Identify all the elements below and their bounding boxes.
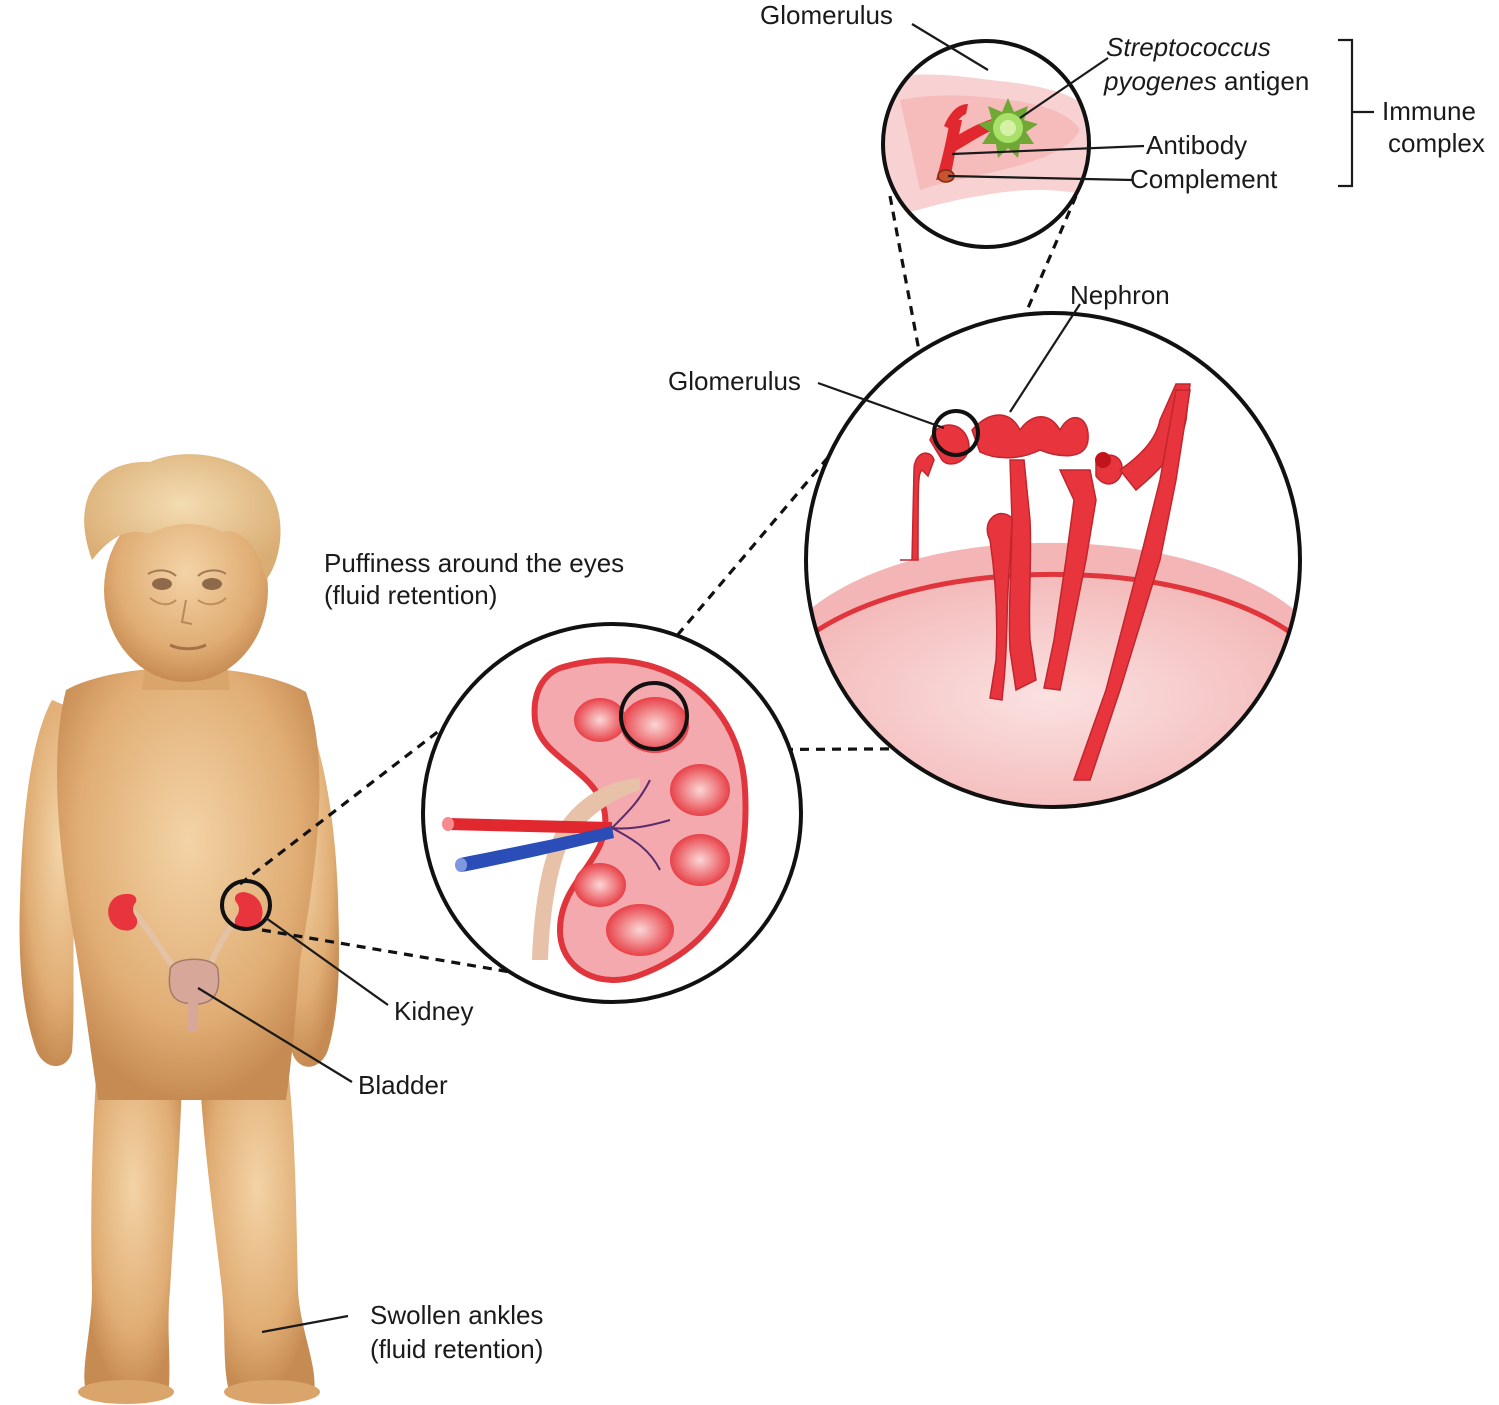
- nephron-section: [780, 313, 1320, 820]
- label-ankles-2: (fluid retention): [370, 1334, 543, 1364]
- label-immune-complex-2: complex: [1388, 128, 1485, 158]
- label-kidney: Kidney: [394, 996, 474, 1026]
- label-antigen-line2: pyogenes antigen: [1103, 66, 1309, 96]
- glomerulus-detail: [880, 41, 1090, 247]
- child-figure: [20, 454, 339, 1404]
- label-glomerulus-mid: Glomerulus: [668, 366, 801, 396]
- label-puffiness-1: Puffiness around the eyes: [324, 548, 624, 578]
- label-puffiness-2: (fluid retention): [324, 580, 497, 610]
- label-antigen-line1: Streptococcus: [1106, 32, 1271, 62]
- label-complement: Complement: [1130, 164, 1278, 194]
- label-immune-complex-1: Immune: [1382, 96, 1476, 126]
- label-ankles-1: Swollen ankles: [370, 1300, 543, 1330]
- label-nephron: Nephron: [1070, 280, 1170, 310]
- kidney-cross-section: [423, 624, 801, 1002]
- label-bladder: Bladder: [358, 1070, 448, 1100]
- label-glomerulus-top: Glomerulus: [760, 0, 893, 30]
- label-antibody: Antibody: [1146, 130, 1247, 160]
